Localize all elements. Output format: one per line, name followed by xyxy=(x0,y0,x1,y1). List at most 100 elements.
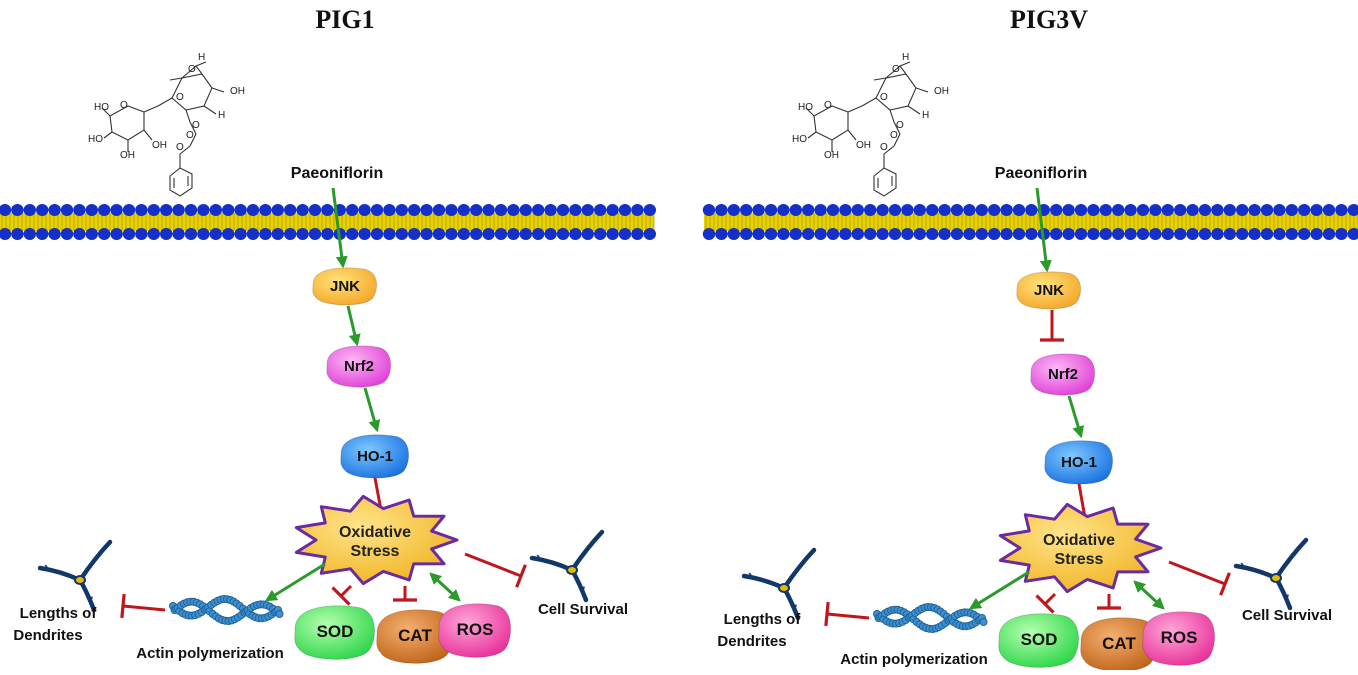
panel-title: PIG1 xyxy=(315,5,374,34)
molecule-atom-label: O xyxy=(186,130,194,141)
node-cat: CAT xyxy=(376,609,454,664)
node-cat-label: CAT xyxy=(398,626,432,645)
neuron-survival-icon xyxy=(529,529,605,603)
node-cat: CAT xyxy=(1080,617,1158,672)
molecule-atom-label: O xyxy=(890,130,898,141)
node-ros-label: ROS xyxy=(457,620,494,639)
dendrites-label-line2: Dendrites xyxy=(13,627,82,644)
molecule-atom-label: O xyxy=(896,120,904,131)
molecule-atom-label: O xyxy=(120,100,128,111)
stress-label: Stress xyxy=(351,543,400,560)
node-nrf2-label: Nrf2 xyxy=(1048,366,1078,383)
molecule-atom-label: O xyxy=(176,142,184,153)
edge-sod-stress xyxy=(331,584,353,606)
molecule-atom-label: H xyxy=(902,52,909,63)
edge-paeoniflorin-jnk xyxy=(1035,187,1052,273)
molecule-atom-label: OH xyxy=(934,86,949,97)
oxidative-label: Oxidative xyxy=(339,524,411,541)
node-ho1: HO-1 xyxy=(340,434,410,479)
node-ros-label: ROS xyxy=(1161,628,1198,647)
cell-membrane xyxy=(702,204,1358,240)
node-jnk-label: JNK xyxy=(330,278,360,295)
node-nrf2: Nrf2 xyxy=(1030,353,1096,396)
neuron-dendrites-icon xyxy=(741,547,817,621)
molecule-atom-label: O xyxy=(192,120,200,131)
molecule-atom-label: H xyxy=(218,110,225,121)
molecule-atom-label: OH xyxy=(824,150,839,161)
node-sod: SOD xyxy=(998,613,1080,668)
actin-label: Actin polymerization xyxy=(840,651,988,668)
dendrites-label-line2: Dendrites xyxy=(717,633,786,650)
actin-label: Actin polymerization xyxy=(136,645,284,662)
edge-stress-actin xyxy=(968,570,1030,610)
dendrites-label-line1: Lengths of xyxy=(20,605,98,622)
molecule-atom-label: OH xyxy=(230,86,245,97)
molecule-atom-label: HO xyxy=(798,102,813,113)
survival-label: Cell Survival xyxy=(538,601,628,618)
edge-stress-actin xyxy=(264,562,326,602)
molecule-atom-label: O xyxy=(880,142,888,153)
edge-stress-ros xyxy=(429,572,461,602)
node-ros: ROS xyxy=(1142,611,1216,666)
molecule-atom-label: O xyxy=(880,92,888,103)
molecule-atom-label: O xyxy=(824,100,832,111)
edge-nrf2-ho1 xyxy=(363,387,381,433)
node-jnk: JNK xyxy=(312,267,378,306)
node-ho1-label: HO-1 xyxy=(357,448,393,465)
neuron-survival-icon xyxy=(1233,537,1309,611)
edge-cat-stress xyxy=(393,586,417,602)
node-nrf2-label: Nrf2 xyxy=(344,358,374,375)
molecule-atom-label: H xyxy=(922,110,929,121)
node-sod-label: SOD xyxy=(1021,630,1058,649)
molecule-atom-label: HO xyxy=(792,134,807,145)
actin-filament xyxy=(872,603,988,634)
oxidative-label: Oxidative xyxy=(1043,532,1115,549)
edge-jnk-nrf2 xyxy=(1040,310,1064,342)
edge-stress-survival xyxy=(464,552,527,588)
molecule-atom-label: OH xyxy=(120,150,135,161)
node-cat-label: CAT xyxy=(1102,634,1136,653)
molecule-atom-label: OH xyxy=(152,140,167,151)
compound-label: Paeoniflorin xyxy=(995,165,1087,182)
cell-membrane xyxy=(0,204,656,240)
actin-filament xyxy=(168,595,284,626)
panel-title: PIG3V xyxy=(1010,5,1088,34)
edge-sod-stress xyxy=(1035,592,1057,614)
node-sod-label: SOD xyxy=(317,622,354,641)
molecule-atom-label: HO xyxy=(94,102,109,113)
molecule-atom-label: O xyxy=(188,64,196,75)
node-ros: ROS xyxy=(438,603,512,658)
edge-nrf2-ho1 xyxy=(1067,395,1084,439)
survival-label: Cell Survival xyxy=(1242,607,1332,624)
node-sod: SOD xyxy=(294,605,376,660)
edge-stress-survival xyxy=(1168,560,1231,596)
molecule-atom-label: H xyxy=(198,52,205,63)
molecule-atom-label: OH xyxy=(856,140,871,151)
edge-cat-stress xyxy=(1097,594,1121,610)
molecule-atom-label: O xyxy=(176,92,184,103)
molecule-atom-label: HO xyxy=(88,134,103,145)
edge-actin-dendrites xyxy=(824,601,870,627)
molecule-atom-label: O xyxy=(892,64,900,75)
edge-stress-ros xyxy=(1133,580,1165,610)
node-jnk-label: JNK xyxy=(1034,282,1064,299)
stress-label: Stress xyxy=(1055,551,1104,568)
edge-paeoniflorin-jnk xyxy=(331,187,348,269)
node-jnk: JNK xyxy=(1016,271,1082,310)
node-nrf2: Nrf2 xyxy=(326,345,392,388)
node-ho1-label: HO-1 xyxy=(1061,454,1097,471)
dendrites-label-line1: Lengths of xyxy=(724,611,802,628)
node-ho1: HO-1 xyxy=(1044,440,1114,485)
edge-actin-dendrites xyxy=(120,593,166,619)
neuron-dendrites-icon xyxy=(37,539,113,613)
compound-label: Paeoniflorin xyxy=(291,165,383,182)
edge-jnk-nrf2 xyxy=(346,305,361,347)
